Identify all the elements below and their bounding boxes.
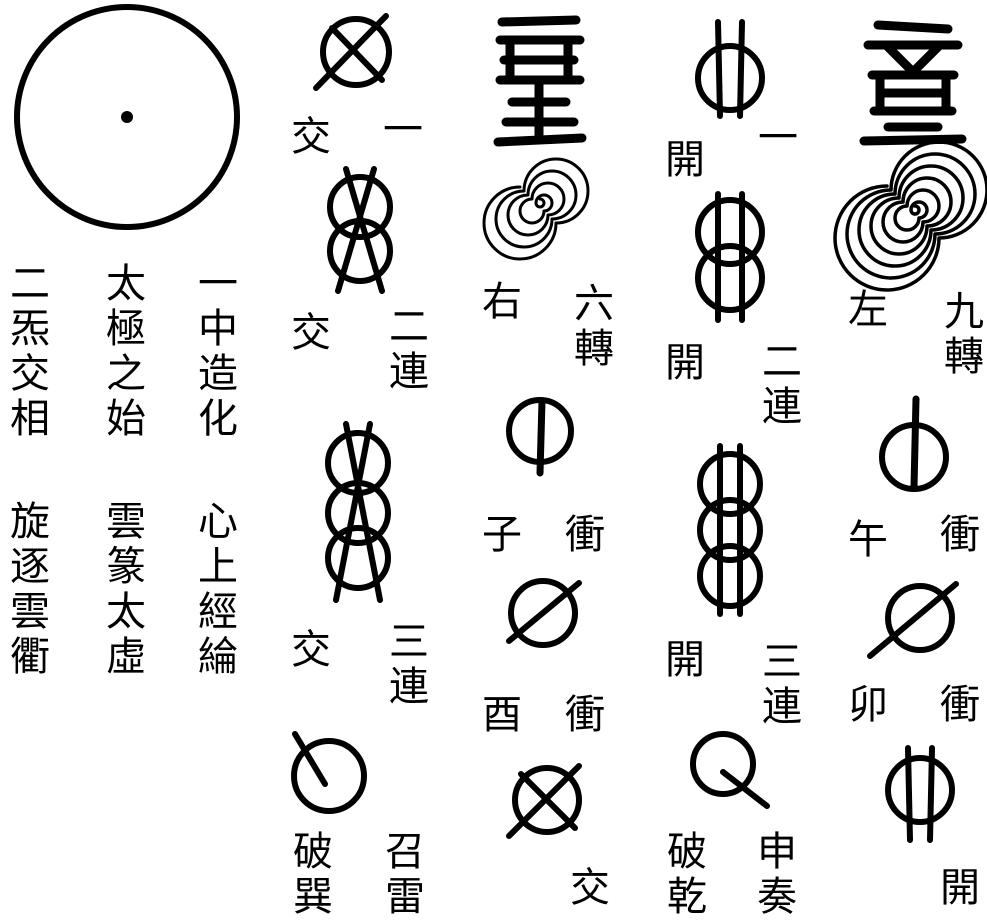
c3-side-label: 酉 <box>482 692 522 738</box>
e4-label: 開 <box>940 865 980 911</box>
b2-side-label: 交 <box>291 310 331 356</box>
double-cross-circle-icon <box>327 166 393 294</box>
spiral-large-icon <box>833 140 987 292</box>
mao-slash-circle-icon <box>867 581 959 659</box>
c4-label: 交 <box>570 865 610 911</box>
zi-vertical-circle-icon <box>506 397 574 477</box>
left-text-col5: 雲篆太虛 <box>99 500 145 680</box>
d1-top-label: 一 <box>758 115 798 161</box>
d1-side-label: 開 <box>665 137 705 183</box>
d3-side-label: 開 <box>665 637 705 683</box>
left-text-col6: 旋逐雲衢 <box>3 500 49 680</box>
d2-side-label: 開 <box>665 340 705 386</box>
spiral-small-icon <box>482 157 590 261</box>
b4-side-label: 破巽 <box>286 830 332 920</box>
d4-side-label: 破乾 <box>660 830 706 920</box>
left-text-col4: 心上經綸 <box>191 500 237 680</box>
seal-glyph-left-icon <box>493 15 587 147</box>
open-circle-icon <box>695 19 765 119</box>
hook-circle-icon <box>291 731 367 814</box>
e2-side-label: 午 <box>848 517 888 563</box>
b3-top-label: 三連 <box>382 620 428 710</box>
b2-top-label: 二連 <box>382 305 428 395</box>
triple-cross-circle-icon <box>325 421 391 603</box>
left-text-col3: 二炁交相 <box>3 262 49 442</box>
d4-top-label: 申奏 <box>750 830 796 920</box>
c2-top-label: 衝 <box>565 512 605 558</box>
e3-top-label: 衝 <box>940 682 980 728</box>
jiao-cross-circle-icon <box>506 763 582 839</box>
c1-top-label: 六轉 <box>567 282 613 372</box>
taiji-circle-icon <box>14 4 240 230</box>
kai-open-circle-icon <box>885 745 955 843</box>
left-text-col2: 太極之始 <box>99 262 145 442</box>
c1-side-label: 右 <box>482 279 522 325</box>
b1-top-label: 一 <box>383 107 423 153</box>
you-slash-circle-icon <box>506 578 582 648</box>
d2-top-label: 二連 <box>755 340 801 430</box>
e3-side-label: 卯 <box>848 682 888 728</box>
b4-top-label: 召雷 <box>378 830 424 920</box>
seal-glyph-right-icon <box>859 20 967 146</box>
e2-top-label: 衝 <box>940 512 980 558</box>
c2-side-label: 子 <box>482 512 522 558</box>
e1-top-label: 九轉 <box>937 290 983 380</box>
e1-side-label: 左 <box>848 287 888 333</box>
b1-side-label: 交 <box>291 114 331 160</box>
d3-top-label: 三連 <box>755 640 801 730</box>
b3-side-label: 交 <box>291 627 331 673</box>
c3-top-label: 衝 <box>565 692 605 738</box>
shen-tail-circle-icon <box>690 731 770 809</box>
wu-vertical-circle-icon <box>879 395 949 492</box>
cross-circle-icon <box>313 13 392 91</box>
left-text-col1: 一中造化 <box>191 262 237 442</box>
triple-open-circle-icon <box>697 443 763 617</box>
double-open-circle-icon <box>695 191 765 323</box>
